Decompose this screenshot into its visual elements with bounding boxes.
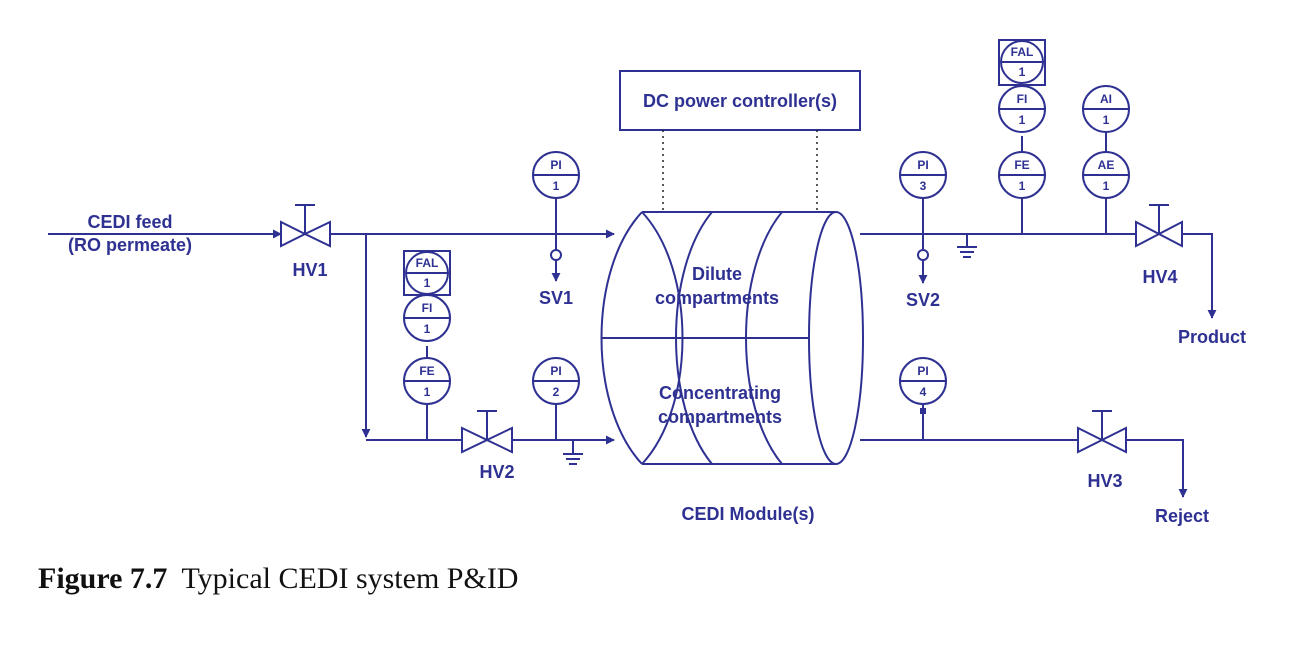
svg-text:1: 1: [1019, 179, 1026, 193]
analyzer-indicator: AI 1: [1082, 85, 1130, 133]
sample-valve-sv2[interactable]: [917, 234, 929, 284]
svg-text:AE: AE: [1098, 158, 1115, 172]
pressure-indicator-pi1: PI 1: [532, 151, 580, 199]
svg-text:FI: FI: [1017, 92, 1028, 106]
concentrating-label: Concentrating: [659, 383, 781, 403]
svg-text:1: 1: [553, 179, 560, 193]
product-label: Product: [1178, 327, 1246, 347]
svg-text:1: 1: [424, 322, 431, 336]
flow-element-prod: FE 1: [998, 151, 1046, 199]
hv4-label: HV4: [1142, 267, 1177, 287]
pi4-tap: [920, 408, 926, 414]
svg-text:PI: PI: [550, 364, 561, 378]
svg-text:PI: PI: [550, 158, 561, 172]
svg-text:FE: FE: [419, 364, 434, 378]
hand-valve-hv1[interactable]: [280, 204, 331, 248]
sv1-label: SV1: [539, 288, 573, 308]
pressure-indicator-pi4: PI 4: [899, 357, 947, 405]
dc-controller-box: [619, 70, 861, 131]
svg-text:1: 1: [1019, 65, 1026, 79]
hand-valve-hv3[interactable]: [1077, 410, 1127, 454]
hv2-label: HV2: [479, 462, 514, 482]
hv3-label: HV3: [1087, 471, 1122, 491]
hand-valve-hv2[interactable]: [461, 410, 513, 454]
svg-text:FAL: FAL: [416, 256, 439, 270]
flow-alarm-low-conc: FAL 1: [403, 250, 451, 296]
piping: [48, 229, 1217, 498]
concentrating-label-sub: compartments: [658, 407, 782, 427]
pid-diagram: CEDI feed (RO permeate) HV1 HV2 HV3 HV4 …: [48, 39, 1246, 526]
reject-label: Reject: [1155, 506, 1209, 526]
sample-valve-sv1[interactable]: [550, 234, 562, 282]
svg-text:1: 1: [424, 276, 431, 290]
dilute-label-sub: compartments: [655, 288, 779, 308]
ground-symbol-concentrate: [563, 440, 583, 465]
flow-indicator-conc: FI 1: [403, 294, 451, 342]
svg-text:2: 2: [553, 385, 560, 399]
svg-text:1: 1: [1103, 113, 1110, 127]
analyzer-element: AE 1: [1082, 151, 1130, 199]
module-label: CEDI Module(s): [682, 504, 815, 524]
figure-number: Figure 7.7: [38, 562, 168, 595]
svg-text:PI: PI: [917, 158, 928, 172]
dilute-label: Dilute: [692, 264, 742, 284]
pressure-indicator-pi2: PI 2: [532, 357, 580, 405]
ground-symbol-dilute: [957, 234, 977, 258]
feed-label-sub: (RO permeate): [68, 235, 192, 255]
cedi-module: [600, 211, 864, 465]
hand-valve-hv4[interactable]: [1135, 204, 1183, 248]
feed-label: CEDI feed: [87, 212, 172, 232]
product-outlet-pipe: [1182, 233, 1217, 319]
sv2-label: SV2: [906, 290, 940, 310]
dc-controller-label: DC power controller(s): [643, 91, 837, 111]
svg-text:1: 1: [1019, 113, 1026, 127]
svg-text:FE: FE: [1014, 158, 1029, 172]
svg-text:AI: AI: [1100, 92, 1112, 106]
figure-title: Typical CEDI system P&ID: [181, 562, 519, 595]
flow-indicator-prod: FI 1: [998, 85, 1046, 133]
svg-text:PI: PI: [917, 364, 928, 378]
svg-text:3: 3: [920, 179, 927, 193]
svg-text:1: 1: [1103, 179, 1110, 193]
flow-element-conc: FE 1: [403, 357, 451, 405]
svg-text:1: 1: [424, 385, 431, 399]
reject-outlet-pipe: [1126, 439, 1188, 498]
hv1-label: HV1: [292, 260, 327, 280]
pressure-indicator-pi3: PI 3: [899, 151, 947, 199]
figure-caption: Figure 7.7 Typical CEDI system P&ID: [38, 562, 518, 596]
svg-text:FAL: FAL: [1011, 45, 1034, 59]
svg-text:FI: FI: [422, 301, 433, 315]
flow-alarm-low-prod: FAL 1: [998, 39, 1046, 86]
svg-text:4: 4: [920, 385, 927, 399]
